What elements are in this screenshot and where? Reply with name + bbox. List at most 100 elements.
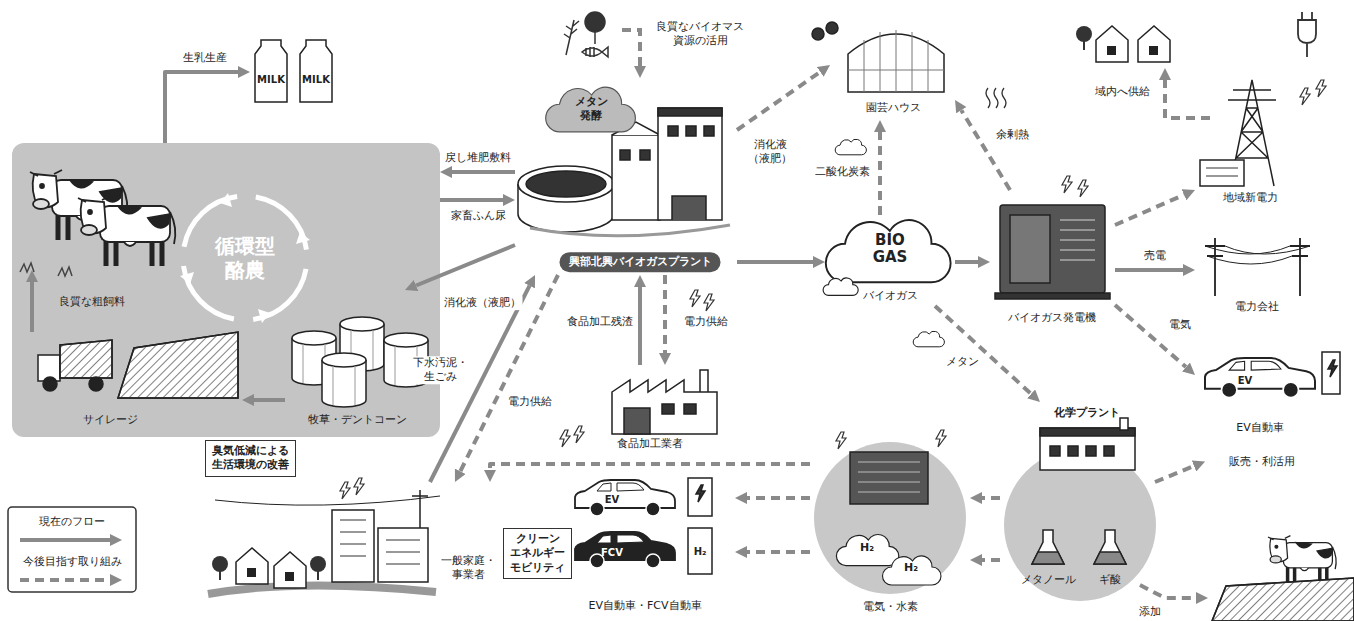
homes xyxy=(208,490,440,594)
ev-charger xyxy=(696,485,705,502)
plant xyxy=(640,150,650,160)
dump-truck xyxy=(38,340,112,391)
dump-truck xyxy=(60,340,112,378)
fcv-shape xyxy=(575,532,675,568)
charger xyxy=(1328,360,1337,377)
node-text: EV xyxy=(1238,375,1253,388)
silage-bunker xyxy=(118,332,238,398)
community-houses xyxy=(1076,26,1092,50)
planned-flow-arrow xyxy=(747,496,810,500)
pasture-corn: 牧草・デントコーン xyxy=(285,290,430,430)
edge-label: 消化液 （液肥） xyxy=(746,138,794,166)
community-houses xyxy=(1076,12,1316,62)
edge-label: 生乳生産 xyxy=(181,51,229,65)
biogas-cloud: BIO GASバイオガス xyxy=(825,215,955,306)
illustration xyxy=(212,556,228,580)
node-text: 園芸ハウス xyxy=(866,101,921,115)
milk-cans xyxy=(255,40,287,102)
biomass-icons xyxy=(585,12,605,32)
planned-flow-arrow xyxy=(982,496,1000,500)
node-text: メタノール xyxy=(1021,573,1076,587)
h2-cloud xyxy=(883,556,942,585)
bales xyxy=(292,317,428,407)
plant xyxy=(620,150,630,160)
food-factory xyxy=(700,370,708,394)
edge-label: メタン xyxy=(944,355,981,369)
greenhouse xyxy=(812,28,824,40)
milk-cans xyxy=(255,40,332,102)
edge-label: 食品加工残渣 xyxy=(565,315,635,329)
plant xyxy=(672,196,706,220)
bales xyxy=(322,353,366,407)
planned-flow-arrow xyxy=(982,558,1000,562)
callout-text: 臭気低減による 生活環境の改善 xyxy=(212,444,289,473)
community-houses xyxy=(1096,26,1128,62)
flasks xyxy=(1094,552,1126,564)
cycle-heads xyxy=(180,272,194,284)
dump-truck xyxy=(89,377,103,391)
mobility-callout: クリーン エネルギー モビリティ xyxy=(503,528,572,579)
h2-station xyxy=(688,528,712,574)
planned-flow-arrow xyxy=(961,110,1010,190)
illustration xyxy=(690,290,700,307)
greenhouse xyxy=(826,22,838,34)
planned-flow-arrow xyxy=(1115,195,1184,225)
free-label: 販売・利活用 xyxy=(1227,455,1297,469)
planned-flow-arrow xyxy=(878,132,882,215)
generator xyxy=(1010,215,1050,283)
biogas-plant: メタン 発酵興部北興バイオガスプラント xyxy=(515,80,737,275)
node-text: 牧草・デントコーン xyxy=(308,413,407,427)
chemical-building xyxy=(1068,446,1078,456)
community-houses xyxy=(1298,12,1316,57)
h2-cloud xyxy=(836,535,898,566)
chemical-circle xyxy=(1004,449,1156,601)
node-text: MILK xyxy=(302,74,330,87)
ev-car-shape xyxy=(1205,358,1315,398)
cycle-heads xyxy=(296,232,310,244)
power-tower xyxy=(1206,168,1238,176)
milk-cans: MILK MILK xyxy=(250,35,340,110)
node-text: バイオガス xyxy=(863,289,918,303)
generator xyxy=(995,293,1110,299)
power-tower xyxy=(1200,80,1276,186)
plant xyxy=(658,108,722,116)
food-factory xyxy=(612,370,717,434)
cow xyxy=(78,196,175,266)
utility-poles xyxy=(1205,238,1310,296)
homes xyxy=(386,540,420,564)
biomass-icons xyxy=(564,20,579,55)
biomass-icons xyxy=(594,30,596,44)
chemical-building xyxy=(1050,446,1060,456)
greenhouse xyxy=(848,30,944,92)
legend-solid-sample xyxy=(20,538,110,542)
plant xyxy=(518,166,614,202)
node-text: メタン 発酵 xyxy=(575,95,608,123)
illustration xyxy=(936,430,946,447)
flasks xyxy=(1032,530,1064,564)
sale-arrow xyxy=(1155,466,1194,482)
homes xyxy=(208,585,436,594)
current-flow-arrow xyxy=(430,286,530,482)
node-text: MILK xyxy=(257,74,285,87)
current-flow-arrow xyxy=(638,287,642,365)
biogas-generator: バイオガス発電機 xyxy=(990,190,1115,330)
illustration xyxy=(560,430,570,447)
feed-bunker xyxy=(1212,578,1354,621)
generator xyxy=(1000,205,1105,293)
illustration xyxy=(1062,176,1072,193)
current-flow-arrow xyxy=(737,260,813,264)
node-text: 化学プラント xyxy=(1054,406,1120,420)
edge-label: 二酸化炭素 xyxy=(813,165,872,179)
cycle-heads xyxy=(220,193,232,207)
power-tower xyxy=(1200,160,1244,186)
node-text: 循環型 酪農 xyxy=(215,234,275,282)
planned-flow-arrow xyxy=(490,464,810,470)
biomass-icons xyxy=(564,12,608,57)
legend-text: 今後目指す取り組み xyxy=(21,555,124,569)
homes xyxy=(340,520,366,556)
plant xyxy=(668,126,678,136)
current-flow-arrow xyxy=(165,72,238,143)
planned-flow-arrow xyxy=(663,275,667,353)
plant xyxy=(612,135,660,220)
small-cloud xyxy=(913,331,944,347)
